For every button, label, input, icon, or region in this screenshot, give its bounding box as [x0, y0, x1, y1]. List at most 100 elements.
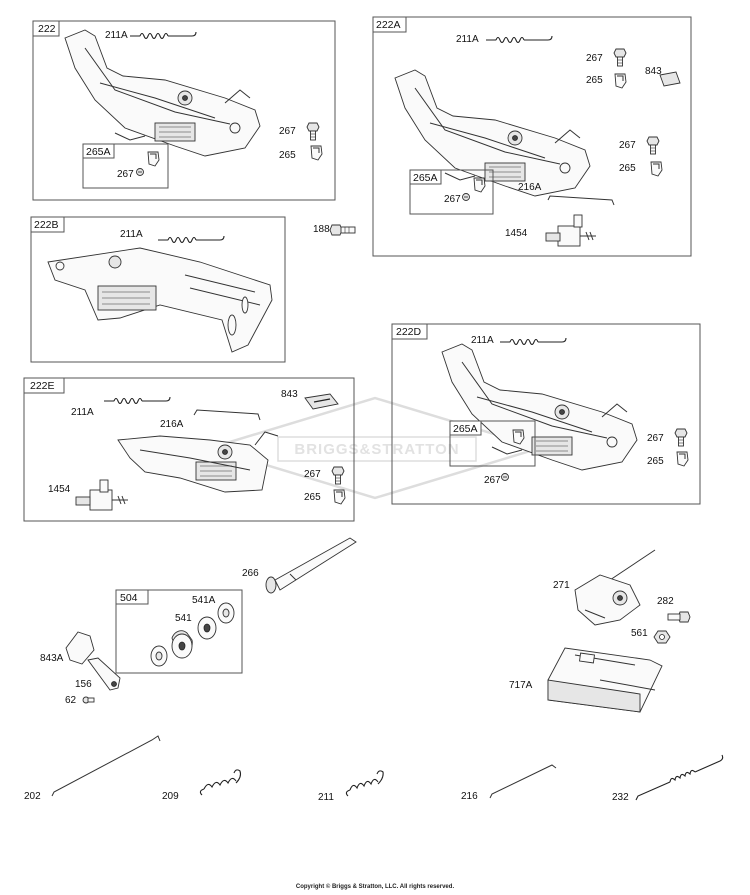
label-62: 62	[65, 695, 77, 706]
group-222B-tag	[30, 216, 65, 233]
clip-265A	[147, 151, 160, 167]
spring-232	[635, 754, 724, 801]
clip-265	[676, 451, 689, 467]
bolt-267	[674, 428, 688, 447]
label-265: 265	[279, 150, 296, 161]
group-504-tag-text: 504	[120, 592, 138, 604]
group-222-tag	[32, 20, 60, 37]
bolt-267	[613, 48, 627, 67]
label-211A: 211A	[456, 34, 479, 45]
group-222E-frame	[23, 377, 355, 522]
subgroup-265A-text: 265A	[453, 423, 478, 435]
governor-control-bracket	[64, 29, 261, 157]
screw-267	[136, 168, 144, 176]
group-222-frame	[32, 20, 336, 201]
label-216: 216	[461, 791, 478, 802]
label-267: 267	[117, 169, 134, 180]
group-222A-frame	[372, 16, 692, 257]
screw-62	[82, 696, 95, 704]
link-216	[489, 764, 557, 799]
label-267: 267	[279, 126, 296, 137]
label-541: 541	[175, 613, 192, 624]
part-541	[150, 616, 217, 667]
group-222B-frame	[30, 216, 286, 363]
bolt-267	[306, 122, 320, 141]
label-202: 202	[24, 791, 41, 802]
group-222-tag-text: 222	[38, 23, 56, 35]
watermark-text: BRIGGS&STRATTON	[294, 441, 459, 458]
label-211A: 211A	[105, 30, 128, 41]
part-843A	[65, 631, 95, 665]
governor-control-bracket	[117, 431, 279, 493]
group-222E: 222E 211A 216A 843 267 265	[23, 377, 355, 522]
spring-211A	[157, 235, 225, 244]
group-504-frame	[115, 589, 243, 674]
spring-211A	[485, 35, 553, 44]
part-843	[659, 71, 681, 87]
label-265: 265	[304, 492, 321, 503]
label-265: 265	[619, 163, 636, 174]
label-267: 267	[619, 140, 636, 151]
group-222B: 222B 211A	[30, 216, 286, 363]
label-843: 843	[645, 66, 662, 77]
part-717A	[547, 647, 663, 713]
part-1454	[75, 479, 128, 511]
link-202	[51, 735, 161, 797]
link-216A	[547, 195, 615, 206]
bolt-267	[646, 136, 660, 155]
label-211A: 211A	[71, 407, 94, 418]
label-216A: 216A	[518, 182, 542, 193]
label-216A: 216A	[160, 419, 184, 430]
bolt-188	[329, 224, 356, 236]
group-222A: 222A 211A 267 265 843 267 265 265A 267 2…	[372, 16, 692, 257]
part-541A	[217, 602, 235, 624]
label-561: 561	[631, 628, 648, 639]
label-843: 843	[281, 389, 298, 400]
part-271	[574, 549, 656, 626]
group-222A-tag-text: 222A	[376, 19, 401, 31]
spring-209	[199, 769, 242, 796]
group-222D-tag	[391, 323, 428, 340]
spring-211A	[129, 31, 197, 40]
nut-561	[653, 630, 671, 644]
group-222D: 222D 211A 267 265 265A 267	[391, 323, 701, 505]
clip-265	[614, 73, 627, 89]
clip-265	[333, 489, 346, 505]
part-156	[87, 657, 121, 691]
label-232: 232	[612, 792, 629, 803]
group-222D-tag-text: 222D	[396, 326, 422, 338]
group-222D-frame	[391, 323, 701, 505]
screw-267	[501, 473, 509, 481]
group-222B-tag-text: 222B	[34, 219, 59, 231]
part-266	[265, 537, 357, 594]
label-211A: 211A	[120, 229, 143, 240]
label-267: 267	[444, 194, 461, 205]
label-267: 267	[586, 53, 603, 64]
label-267: 267	[304, 469, 321, 480]
part-1454	[545, 214, 596, 247]
subgroup-265A-frame	[409, 169, 494, 215]
bolt-267	[331, 466, 345, 485]
label-1454: 1454	[505, 228, 528, 239]
label-211A: 211A	[471, 335, 494, 346]
bolt-282	[667, 611, 691, 623]
label-267: 267	[647, 433, 664, 444]
label-843A: 843A	[40, 653, 64, 664]
group-504: 504 541A 541	[115, 589, 243, 674]
clip-265	[650, 161, 663, 177]
clip-265	[310, 145, 323, 161]
group-222E-tag-text: 222E	[30, 380, 55, 392]
part-843	[304, 393, 339, 410]
subgroup-265A-text: 265A	[86, 146, 111, 158]
label-717A: 717A	[509, 680, 533, 691]
label-1454: 1454	[48, 484, 71, 495]
subgroup-265A-tag	[82, 143, 115, 159]
label-265: 265	[647, 456, 664, 467]
group-222: 222 211A 267 265 265A 267	[32, 20, 336, 201]
governor-control-bracket	[47, 247, 273, 353]
subgroup-265A-frame	[449, 420, 536, 467]
copyright-text: Copyright © Briggs & Stratton, LLC. All …	[295, 884, 455, 890]
subgroup-265A-tag	[449, 420, 482, 436]
label-271: 271	[553, 580, 570, 591]
